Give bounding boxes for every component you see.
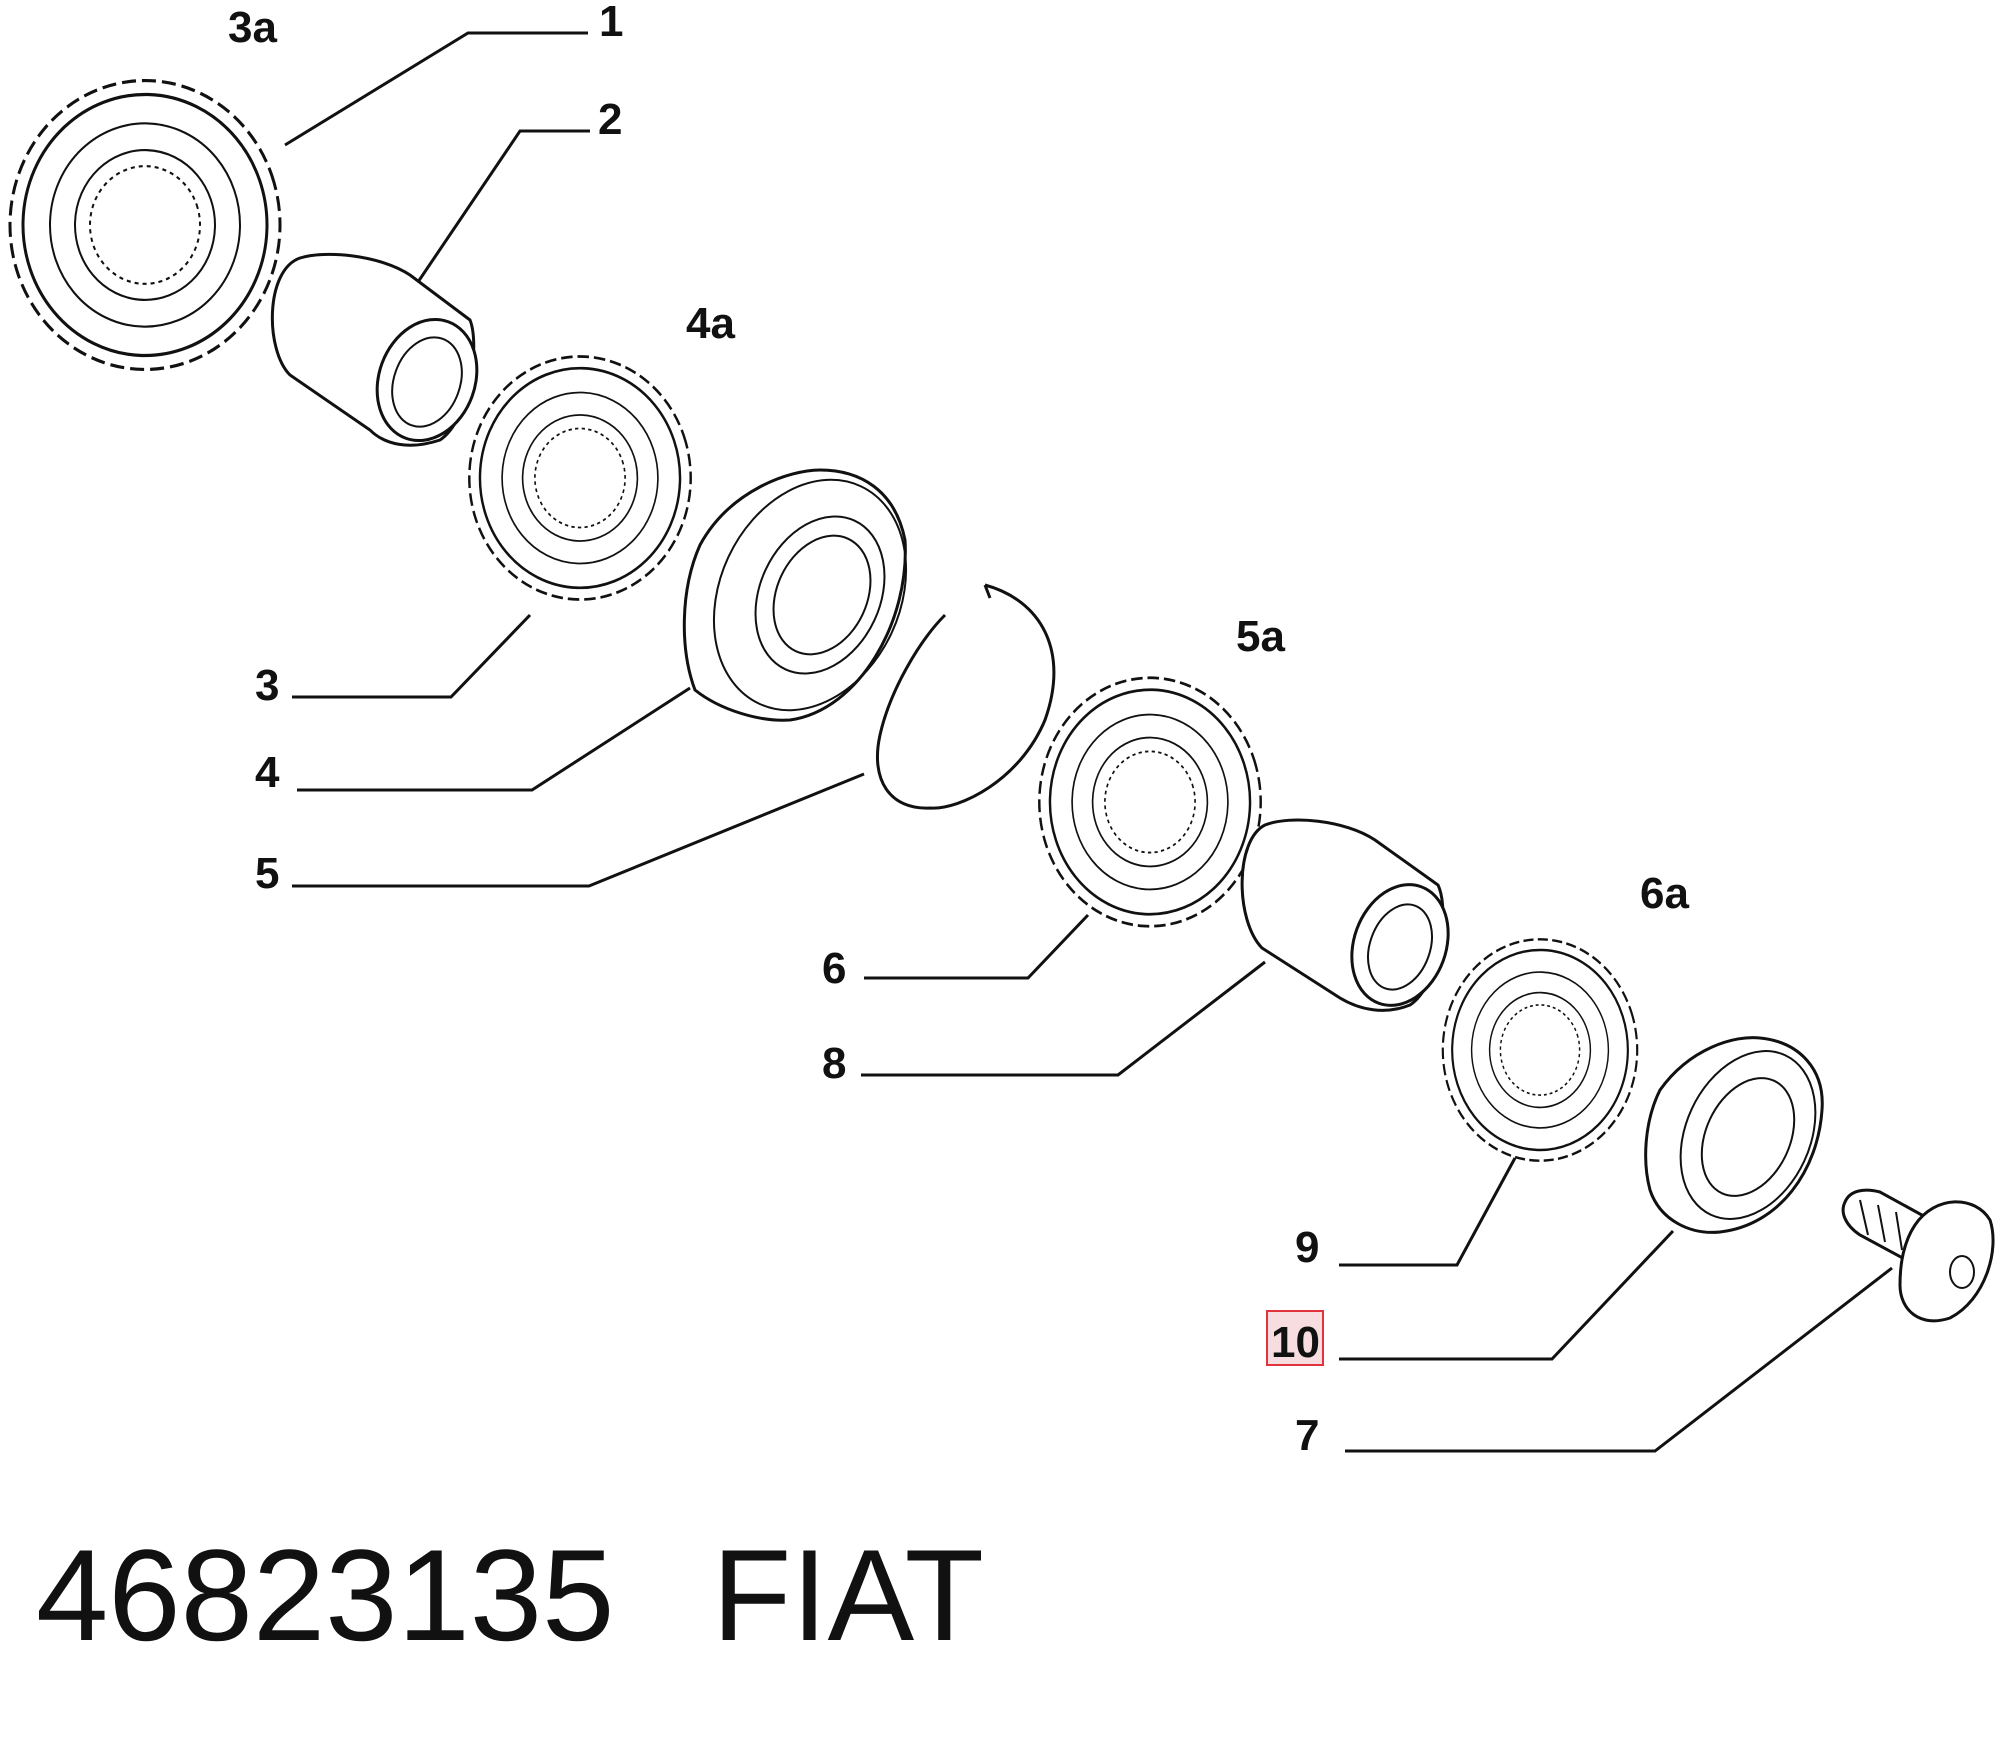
label-5a: 5a — [1236, 612, 1285, 661]
brand-name: FIAT — [712, 1522, 984, 1668]
gear-3a-part — [0, 38, 320, 412]
leader-3 — [292, 613, 532, 699]
sleeve-8-part — [1240, 818, 1450, 1012]
label-8: 8 — [822, 1039, 846, 1088]
label-4a: 4a — [686, 299, 735, 348]
leader-6 — [864, 913, 1090, 980]
label-10: 10 — [1271, 1318, 1320, 1367]
leader-5 — [292, 772, 865, 888]
leader-10 — [1339, 1229, 1675, 1361]
label-6a: 6a — [1640, 869, 1689, 918]
part-number: 46823135 — [36, 1522, 614, 1668]
leader-lines — [284, 31, 1893, 1453]
label-1: 1 — [599, 0, 623, 46]
leader-8 — [861, 960, 1266, 1077]
gear-6a-part — [1414, 906, 1666, 1194]
label-7: 7 — [1295, 1411, 1319, 1460]
snap-ring-5-part — [875, 583, 1056, 810]
bearing-10-part — [1644, 1036, 1824, 1234]
label-2: 2 — [598, 95, 622, 144]
bolt-7-part — [1841, 1188, 1995, 1323]
gear-4a-part — [436, 320, 724, 636]
label-4: 4 — [255, 748, 280, 797]
leader-9 — [1339, 1157, 1517, 1267]
label-3a: 3a — [228, 3, 277, 52]
label-9: 9 — [1295, 1223, 1319, 1272]
label-3: 3 — [255, 661, 279, 710]
leader-4 — [297, 686, 691, 792]
label-5: 5 — [255, 849, 279, 898]
label-10-highlight: 10 — [1266, 1310, 1324, 1367]
bearing-4-part — [682, 468, 908, 722]
leader-7 — [1345, 1266, 1893, 1453]
label-6: 6 — [822, 944, 846, 993]
leader-2 — [416, 129, 590, 283]
leader-1 — [284, 31, 588, 147]
sleeve-2-part — [270, 252, 479, 447]
